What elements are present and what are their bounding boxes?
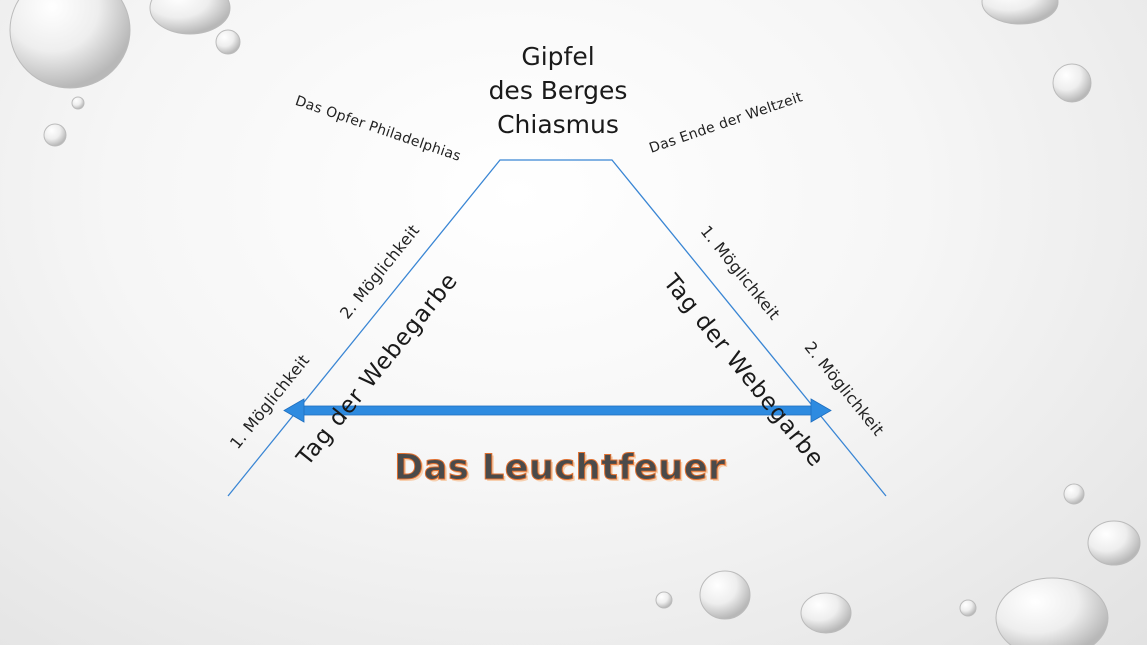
droplet bbox=[655, 591, 673, 609]
droplet bbox=[800, 592, 852, 634]
water-droplets bbox=[9, 0, 1141, 645]
droplet bbox=[699, 570, 751, 620]
droplet bbox=[995, 577, 1109, 645]
droplet bbox=[149, 0, 231, 35]
droplet bbox=[1063, 483, 1085, 505]
droplet bbox=[1052, 63, 1092, 103]
droplet bbox=[215, 29, 241, 55]
double-arrow bbox=[283, 398, 832, 423]
summit-line-2: des Berges bbox=[488, 76, 628, 105]
droplet bbox=[43, 123, 67, 147]
droplet bbox=[71, 96, 85, 110]
summit-line-1: Gipfel bbox=[521, 42, 595, 71]
droplet bbox=[959, 599, 977, 617]
summit-label: Gipfel des Berges Chiasmus bbox=[458, 40, 658, 142]
diagram-title: Das Leuchtfeuer bbox=[394, 448, 726, 489]
droplet bbox=[1087, 520, 1141, 566]
summit-line-3: Chiasmus bbox=[497, 110, 619, 139]
droplet bbox=[9, 0, 131, 89]
mountain-outline bbox=[227, 159, 887, 497]
droplet bbox=[981, 0, 1059, 25]
